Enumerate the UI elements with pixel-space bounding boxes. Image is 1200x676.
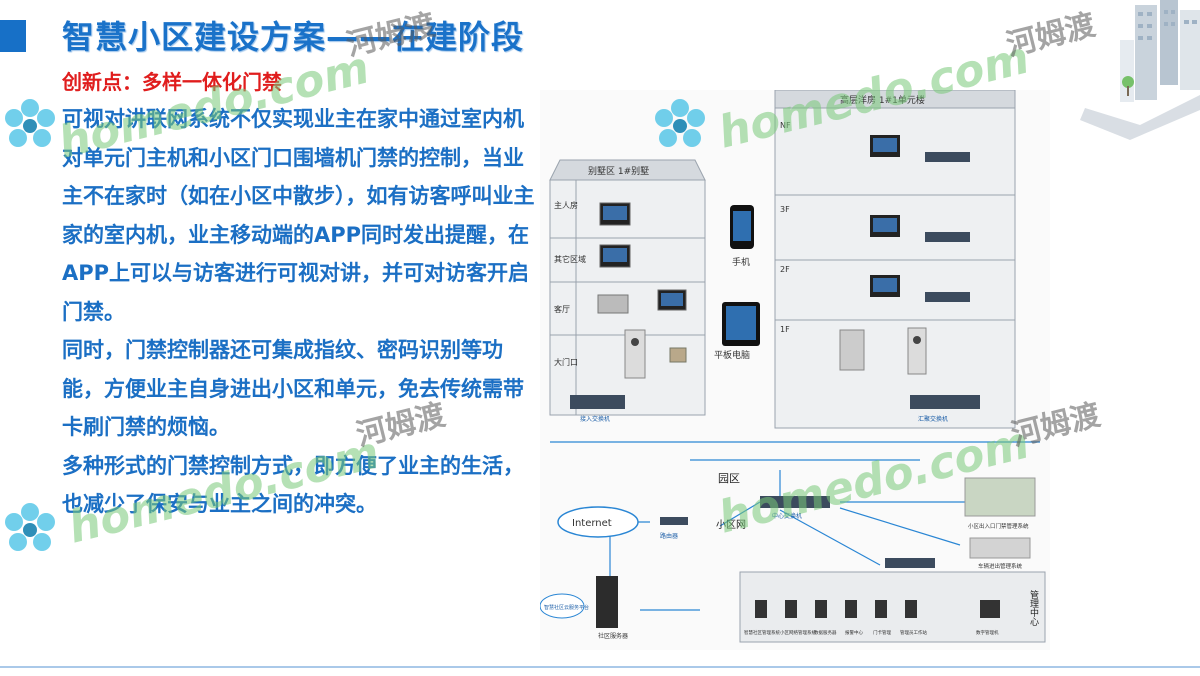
villa-room-3: 客厅 (554, 304, 570, 314)
floor-2f: 2F (780, 265, 790, 274)
cloud-platform-label: 智慧社区云服务平台 (544, 604, 589, 611)
mobile-devices: 手机 平板电脑 (714, 205, 760, 361)
paragraph-2: 同时，门禁控制器还可集成指纹、密码识别等功能，方便业主自身进出小区和单元，免去传… (62, 338, 524, 439)
network-links (550, 441, 1040, 611)
floor-3f: 3F (780, 205, 790, 214)
villa-room-4: 大门口 (554, 357, 578, 367)
mgmt-device-5: 门卡管理 (873, 629, 891, 636)
internet-label: Internet (572, 518, 612, 529)
paragraph-3: 多种形式的门禁控制方式，即方便了业主的生活，也减少了保安与业主之间的冲突。 (62, 453, 524, 517)
phone-label: 手机 (732, 256, 750, 268)
bottom-rule (0, 666, 1200, 668)
gate-systems: 小区出入口门禁管理系统 车辆进出管理系统 (964, 477, 1036, 570)
buildings-decoration-icon (1080, 0, 1200, 140)
agg-switch-label: 汇聚交换机 (918, 415, 948, 423)
mgmt-device-4: 报警中心 (845, 629, 863, 636)
lan-label: 小区网 (716, 519, 746, 531)
parking-system-label: 车辆进出管理系统 (978, 562, 1023, 570)
title-accent-square (0, 20, 26, 52)
villa-room-2: 其它区域 (554, 254, 586, 264)
mgmt-device-3: 数据服务器 (814, 629, 837, 636)
slide-title: 智慧小区建设方案——在建阶段 (62, 18, 525, 56)
floor-nf: NF (780, 121, 791, 130)
tablet-label: 平板电脑 (714, 349, 750, 361)
cloud-platform: 智慧社区云服务平台 社区服务器 (540, 576, 628, 640)
server-label: 社区服务器 (598, 632, 628, 640)
system-diagram: 别墅区 1#别墅 主人房 其它区域 客厅 大门口 接入交换机 手机 平板电脑 高… (540, 90, 1050, 650)
highrise-title: 高层洋房 1#1单元楼 (840, 94, 925, 106)
mgmt-device-1: 智慧社区管理系统 (744, 629, 780, 636)
villa-title: 别墅区 1#别墅 (588, 166, 649, 177)
router-label: 路由器 (660, 532, 678, 540)
mgmt-device-7: 数字管理机 (976, 629, 999, 636)
villa-building: 别墅区 1#别墅 主人房 其它区域 客厅 大门口 接入交换机 (549, 159, 706, 423)
villa-access-switch: 接入交换机 (580, 415, 610, 423)
core-switch-label: 中心交换机 (772, 512, 802, 520)
watermark-flower-icon (655, 99, 705, 147)
villa-room-1: 主人房 (554, 200, 578, 210)
mgmt-device-6: 管理员工作站 (900, 629, 927, 636)
body-text: 可视对讲联网系统不仅实现业主在家中通过室内机对单元门主机和小区门口围墙机门禁的控… (62, 100, 537, 524)
mgmt-center-label: 管理中心 (1028, 589, 1039, 626)
mgmt-device-2: 小区网络管理系统 (780, 629, 816, 636)
paragraph-1: 可视对讲联网系统不仅实现业主在家中通过室内机对单元门主机和小区门口围墙机门禁的控… (62, 107, 535, 324)
park-label: 园区 (718, 472, 740, 485)
watermark-flower-icon (5, 503, 55, 551)
gate-system-label: 小区出入口门禁管理系统 (968, 522, 1029, 530)
floor-1f: 1F (780, 325, 790, 334)
slide-subtitle: 创新点：多样一体化门禁 (62, 70, 282, 94)
highrise-building: 高层洋房 1#1单元楼 NF 3F 2F 1F 汇聚交换机 (774, 90, 1016, 429)
internet-cloud: Internet 路由器 (557, 506, 688, 540)
management-center: 管理中心 智慧社区管理系统 小区网络管理系统 数据服务器 报警中心 门卡管理 管… (739, 558, 1046, 643)
watermark-flower-icon (5, 99, 55, 147)
